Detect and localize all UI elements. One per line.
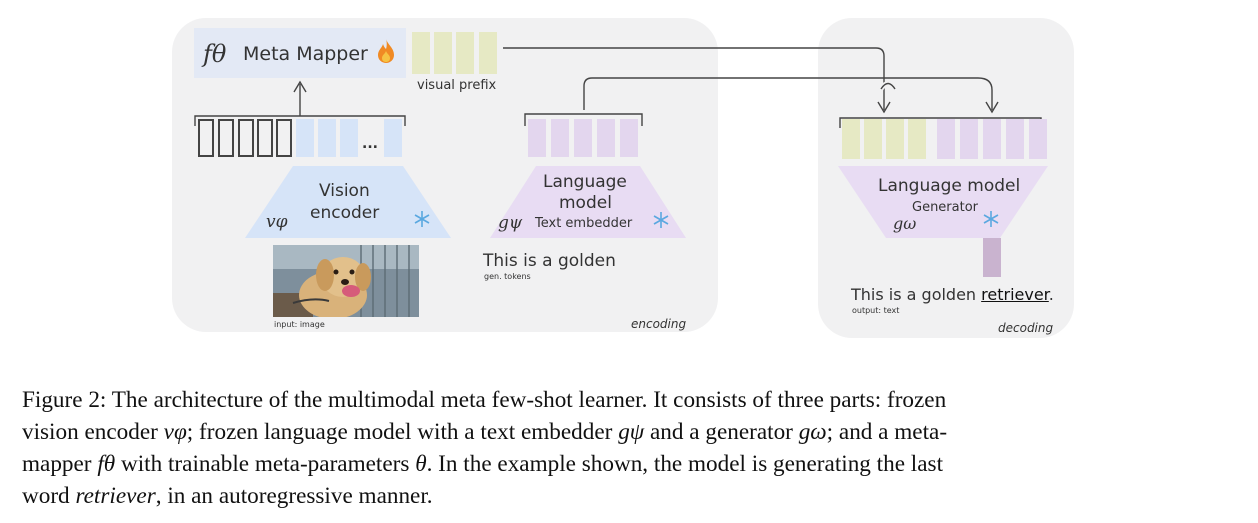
visual-prefix-token	[864, 119, 882, 159]
figure-caption: Figure 2: The architecture of the multim…	[22, 384, 1238, 512]
input-text: This is a golden	[483, 251, 616, 271]
text-token	[960, 119, 978, 159]
text-embedder-label-2: model	[559, 193, 612, 213]
meta-mapper-box	[194, 28, 406, 78]
gen-tokens-label: gen. tokens	[484, 272, 531, 281]
caption-math: fθ	[97, 451, 116, 477]
generator-shape	[838, 166, 1048, 238]
caption-line-2: vision encoder vφ; frozen language model…	[22, 416, 1238, 448]
snowflake-icon	[983, 211, 999, 227]
caption-math: gω	[798, 419, 827, 445]
caption-text: and a generator	[644, 419, 799, 445]
output-text-prefix: This is a golden	[851, 285, 982, 304]
vision-encoder-symbol: vφ	[266, 212, 288, 232]
caption-text: . In the example shown, the model is gen…	[426, 451, 944, 477]
generator-label: Language model	[878, 176, 1021, 196]
decoding-label: decoding	[998, 321, 1054, 335]
generator-symbol: gω	[893, 214, 917, 233]
output-text-word: retriever	[981, 285, 1049, 304]
output-text: This is a golden retriever.	[851, 285, 1054, 304]
text-token	[597, 119, 615, 157]
image-token	[384, 119, 402, 157]
dog-image	[273, 245, 419, 317]
empty-token	[238, 119, 254, 157]
encoding-label: encoding	[631, 317, 687, 331]
input-image-label: input: image	[274, 320, 325, 329]
visual-prefix-token	[886, 119, 904, 159]
fire-icon	[378, 39, 394, 63]
vision-encoder-label-2: encoder	[310, 203, 380, 223]
vision-encoder-shape	[245, 166, 451, 238]
empty-token	[276, 119, 292, 157]
visual-prefix-token	[479, 32, 497, 74]
image-token	[296, 119, 314, 157]
caption-text: with trainable meta-parameters	[115, 451, 416, 477]
text-embedder-symbol: gψ	[498, 213, 523, 233]
caption-text: vision encoder	[22, 419, 164, 445]
caption-text: , in an autoregressive manner.	[155, 483, 433, 509]
empty-token	[218, 119, 234, 157]
empty-token	[198, 119, 214, 157]
caption-line-1: Figure 2: The architecture of the multim…	[22, 387, 947, 413]
text-token	[574, 119, 592, 157]
visual-prefix-label: visual prefix	[417, 78, 497, 93]
caption-math: θ	[415, 451, 427, 477]
visual-prefix-token	[842, 119, 860, 159]
meta-mapper-label: Meta Mapper	[243, 43, 368, 65]
text-embedder-shape	[490, 166, 686, 238]
text-embedder-label-1: Language	[543, 172, 627, 192]
visual-prefix-token	[412, 32, 430, 74]
image-token	[340, 119, 358, 157]
text-token	[620, 119, 638, 157]
feature-bracket	[194, 80, 406, 126]
text-token	[983, 119, 1001, 159]
generator-sublabel: Generator	[912, 200, 979, 215]
visual-prefix-token	[908, 119, 926, 159]
output-text-suffix: .	[1048, 285, 1054, 304]
text-token	[528, 119, 546, 157]
visual-prefix-token	[434, 32, 452, 74]
visual-prefix-token	[456, 32, 474, 74]
vision-encoder-label-1: Vision	[319, 181, 370, 201]
caption-text: ; and a meta-	[826, 419, 948, 445]
caption-italic-word: retriever	[75, 483, 156, 509]
snowflake-icon	[414, 211, 430, 227]
caption-math: vφ	[163, 419, 187, 445]
caption-math: gψ	[618, 419, 645, 445]
output-text-label: output: text	[852, 306, 900, 315]
connection-arrows	[503, 47, 1042, 128]
generated-token	[983, 238, 1001, 277]
text-embedder-sublabel: Text embedder	[535, 216, 633, 231]
text-token	[937, 119, 955, 159]
image-token	[318, 119, 336, 157]
text-token	[551, 119, 569, 157]
text-token	[1006, 119, 1024, 159]
caption-text: word	[22, 483, 76, 509]
meta-mapper-symbol: fθ	[203, 40, 227, 68]
caption-line-3: mapper fθ with trainable meta-parameters…	[22, 448, 1238, 480]
empty-token	[257, 119, 273, 157]
caption-text: ; frozen language model with a text embe…	[186, 419, 619, 445]
ellipsis: ...	[362, 136, 378, 152]
text-token-bracket	[524, 113, 643, 126]
snowflake-icon	[653, 212, 669, 228]
caption-text: mapper	[22, 451, 98, 477]
caption-line-4: word retriever, in an autoregressive man…	[22, 480, 1238, 512]
text-token	[1029, 119, 1047, 159]
